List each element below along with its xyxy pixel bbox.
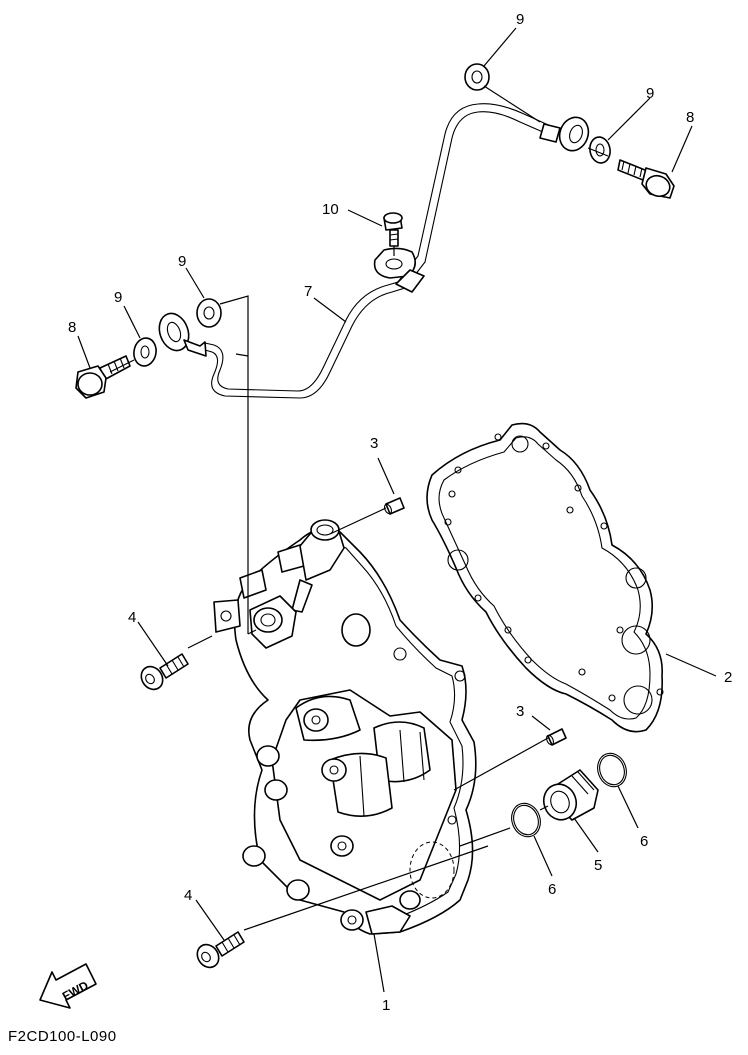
washer-left-upper bbox=[196, 298, 222, 328]
callout-9-right: 9 bbox=[646, 85, 654, 102]
union-bolt-right bbox=[617, 159, 675, 199]
dowel-pin-upper bbox=[384, 497, 405, 515]
o-ring-left bbox=[511, 802, 541, 838]
gasket bbox=[426, 422, 664, 733]
reference-code: F2CD100-L090 bbox=[8, 1028, 117, 1045]
callout-4-upper: 4 bbox=[128, 609, 136, 626]
callout-6-right: 6 bbox=[640, 833, 648, 850]
pipe-bolt bbox=[383, 212, 403, 247]
oil-pump-cover bbox=[213, 519, 477, 935]
callout-8-left: 8 bbox=[68, 319, 76, 336]
washer-left-lower bbox=[133, 337, 157, 367]
callout-leaders bbox=[77, 27, 717, 993]
callout-10: 10 bbox=[322, 201, 339, 218]
callout-8-right: 8 bbox=[686, 109, 694, 126]
callout-labels: 1 2 3 3 4 4 5 6 6 7 8 8 9 9 9 9 10 bbox=[68, 11, 732, 1014]
o-ring-right bbox=[597, 752, 627, 788]
washer-right bbox=[589, 136, 611, 164]
upper-banjo-fitting bbox=[558, 116, 590, 152]
callout-9-top: 9 bbox=[516, 11, 524, 28]
cap-screw-upper bbox=[140, 653, 189, 691]
callout-1: 1 bbox=[382, 997, 390, 1014]
cap-screw-lower bbox=[196, 931, 245, 969]
dowel-pin-lower bbox=[546, 728, 567, 746]
union-bolt-left bbox=[75, 355, 131, 399]
callout-2: 2 bbox=[724, 669, 732, 686]
callout-3-lower: 3 bbox=[516, 703, 524, 720]
callout-6-left: 6 bbox=[548, 881, 556, 898]
collar-sleeve bbox=[542, 769, 599, 821]
callout-9-left-upper: 9 bbox=[178, 253, 186, 270]
assembly-lines bbox=[109, 85, 609, 931]
callout-4-lower: 4 bbox=[184, 887, 192, 904]
callout-3-upper: 3 bbox=[370, 435, 378, 452]
oil-pipe bbox=[204, 103, 561, 399]
forward-arrow-icon: FWD bbox=[39, 963, 97, 1009]
callout-5: 5 bbox=[594, 857, 602, 874]
callout-7: 7 bbox=[304, 283, 312, 300]
lower-banjo-fitting bbox=[158, 312, 207, 357]
callout-9-left-lower: 9 bbox=[114, 289, 122, 306]
washer-top bbox=[464, 63, 490, 91]
